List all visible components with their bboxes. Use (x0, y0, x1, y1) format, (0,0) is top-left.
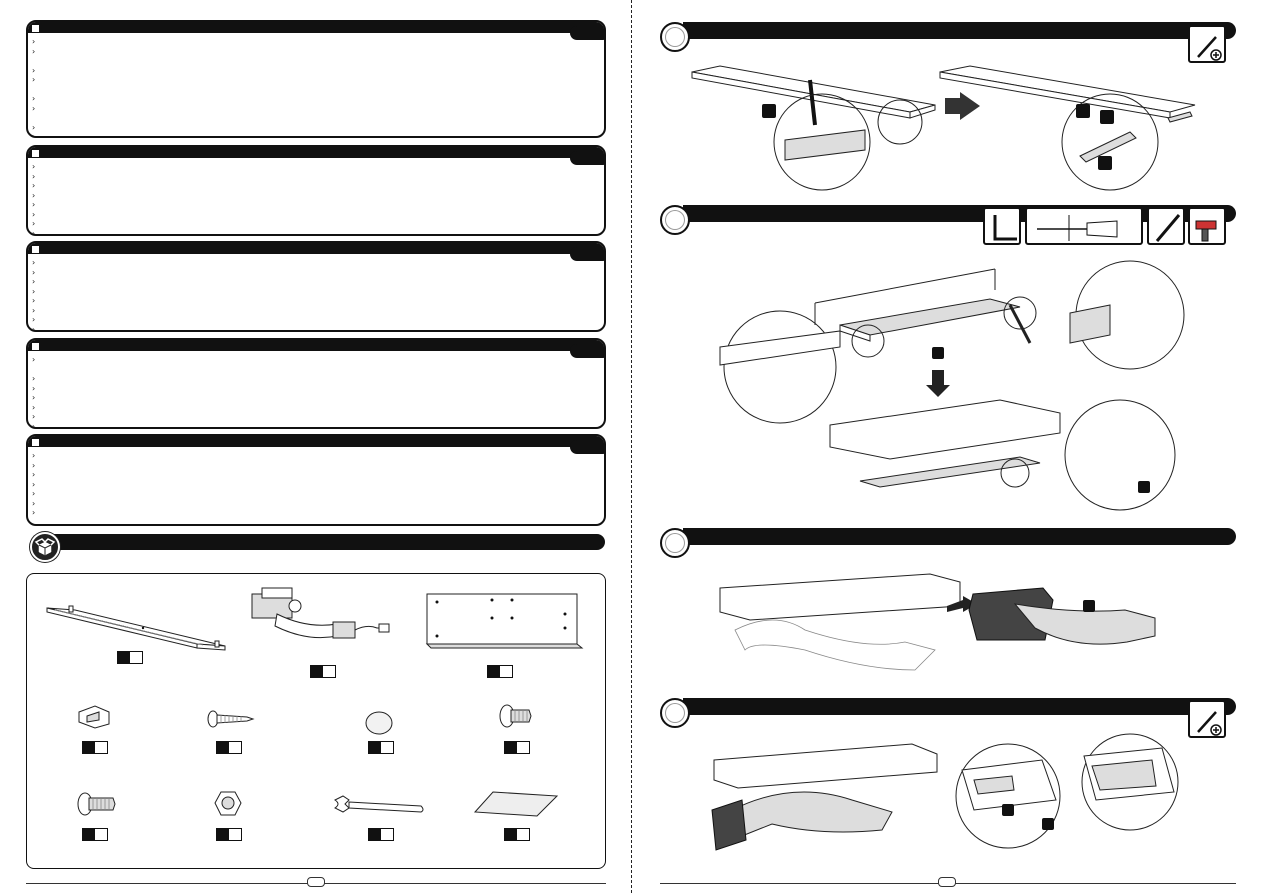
step-3-number (660, 528, 690, 558)
notice-flag-icon (31, 24, 40, 33)
step-3-header (683, 528, 1236, 545)
quantity-label (368, 741, 394, 754)
notice-flag-icon (31, 149, 40, 158)
bolt-icon (499, 704, 532, 728)
step-4-header (683, 698, 1236, 715)
quantity-label (504, 828, 530, 841)
mechanism-icon (251, 587, 390, 639)
page-number-right (938, 877, 956, 887)
step-1-header (683, 22, 1236, 39)
quantity-label (216, 741, 242, 754)
pad-icon (365, 711, 393, 735)
quantity-label (117, 651, 143, 664)
quantity-label (487, 665, 513, 678)
notice-flag-icon (31, 245, 40, 254)
parts-list-panel (26, 573, 606, 869)
quantity-label (82, 741, 108, 754)
step-3-illustration (719, 573, 1156, 671)
quantity-label (82, 828, 108, 841)
plate-icon (473, 791, 559, 817)
page-number-left (307, 877, 325, 887)
notice-box-4: ››››››› (26, 338, 606, 429)
quantity-label (504, 741, 530, 754)
quantity-label (368, 828, 394, 841)
screw-icon (207, 710, 255, 728)
notice-flag-icon (31, 342, 40, 351)
step-2-number (660, 205, 690, 235)
square-icon (983, 207, 1021, 245)
page-fold-divider (631, 0, 632, 893)
step-4-illustration (711, 733, 1179, 851)
quantity-label (216, 828, 242, 841)
notice-box-2: ›››››››› (26, 145, 606, 236)
bolt-icon (77, 792, 116, 816)
drill-icon (1188, 207, 1226, 245)
clip-icon (78, 705, 110, 729)
notice-box-5: ›››››››› (26, 434, 606, 526)
wrench-icon (334, 795, 424, 813)
nut-icon (214, 791, 242, 816)
step-1-illustration (691, 65, 1196, 191)
step-1-number (660, 22, 690, 52)
rail-icon (46, 605, 226, 651)
pencil-icon (1147, 207, 1185, 245)
bullet-icon: › (32, 37, 36, 46)
notice-flag-icon (31, 438, 40, 447)
drill-depth-icon (1025, 207, 1143, 245)
step-2-illustration (719, 260, 1185, 511)
notice-box-1: ›››››››› (26, 20, 606, 138)
quantity-label (310, 665, 336, 678)
screwdriver-icon (1188, 700, 1226, 738)
step-4-number (660, 698, 690, 728)
plate-icon (425, 593, 584, 649)
screwdriver-icon (1188, 25, 1226, 63)
notice-box-3: ›››››››› (26, 241, 606, 332)
parts-section-header (48, 534, 605, 550)
box-icon (30, 532, 60, 562)
